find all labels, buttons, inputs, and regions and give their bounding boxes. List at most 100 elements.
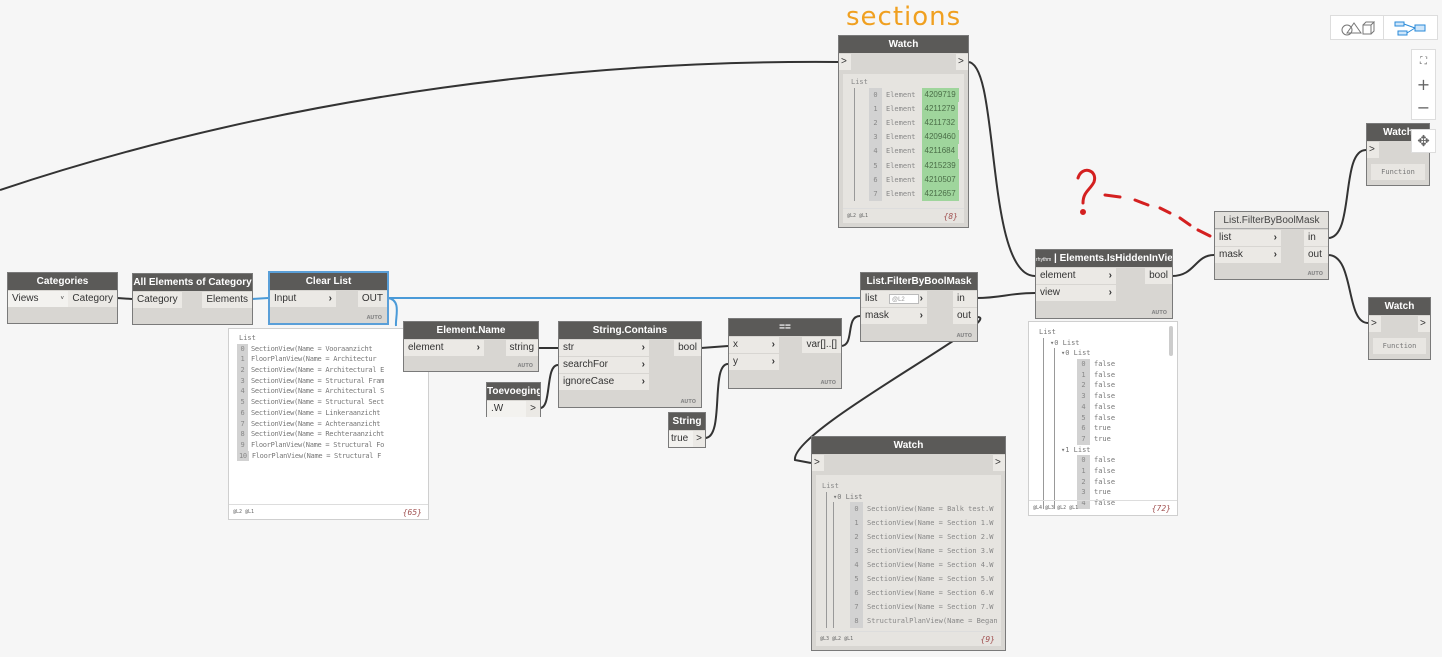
node-title: Watch bbox=[839, 36, 968, 53]
node-title: All Elements of Category bbox=[133, 274, 252, 291]
output-port[interactable]: > bbox=[956, 54, 968, 70]
categories-node[interactable]: Categories Views˅ Category bbox=[7, 272, 118, 324]
output-port-out[interactable]: OUT bbox=[357, 291, 387, 307]
lacing-auto: AUTO bbox=[680, 399, 696, 405]
output-port-bool[interactable]: bool bbox=[1145, 268, 1172, 284]
filter-by-bool-mask-node-right[interactable]: List.FilterByBoolMask list› mask› in out… bbox=[1214, 211, 1329, 280]
output-port-bool[interactable]: bool bbox=[674, 340, 701, 356]
string-input-field[interactable]: .W bbox=[487, 401, 528, 417]
node-title: Categories bbox=[8, 273, 117, 290]
input-port-element[interactable]: element› bbox=[1036, 268, 1116, 284]
lacing-auto: AUTO bbox=[517, 363, 533, 369]
input-port[interactable]: > bbox=[839, 54, 851, 70]
elements-is-hidden-in-view-node[interactable]: rhythm | Elements.IsHiddenInView element… bbox=[1035, 249, 1173, 319]
equals-node[interactable]: == x› y› var[]..[] AUTO bbox=[728, 318, 842, 389]
output-port-out[interactable]: out bbox=[1304, 247, 1328, 263]
input-port-category[interactable]: Category bbox=[133, 292, 182, 308]
input-port[interactable]: > bbox=[812, 455, 824, 471]
filter-by-bool-mask-node[interactable]: List.FilterByBoolMask list@L2› mask› in … bbox=[860, 272, 978, 342]
input-port-x[interactable]: x› bbox=[729, 337, 779, 353]
zoom-out-button[interactable]: − bbox=[1416, 98, 1431, 117]
input-port-element[interactable]: element› bbox=[404, 340, 484, 356]
output-port-category[interactable]: Category bbox=[68, 291, 117, 307]
input-port[interactable]: > bbox=[1369, 316, 1381, 332]
output-port-out[interactable]: out bbox=[953, 308, 977, 324]
category-dropdown[interactable]: Views˅ bbox=[8, 291, 68, 307]
watch-node-out[interactable]: Watch > > Function bbox=[1368, 297, 1431, 360]
input-port-ignorecase[interactable]: ignoreCase› bbox=[559, 374, 649, 390]
geometry-icon bbox=[1341, 21, 1375, 35]
toevoeging-node[interactable]: Toevoeging .W > bbox=[486, 382, 541, 417]
output-port-string[interactable]: string bbox=[505, 340, 538, 356]
lacing-level-stepper[interactable]: @L2 bbox=[889, 294, 919, 304]
input-port-view[interactable]: view› bbox=[1036, 285, 1116, 301]
input-port-list[interactable]: list› bbox=[1215, 230, 1281, 246]
node-title: Watch bbox=[1369, 298, 1430, 315]
input-port-mask[interactable]: mask› bbox=[1215, 247, 1281, 263]
graph-icon bbox=[1394, 21, 1426, 35]
output-port-var[interactable]: var[]..[] bbox=[802, 337, 841, 353]
output-port[interactable]: > bbox=[1418, 316, 1430, 332]
input-port-y[interactable]: y› bbox=[729, 354, 779, 370]
input-port-input[interactable]: Input› bbox=[270, 291, 336, 307]
string-input-field[interactable]: true bbox=[669, 431, 693, 447]
zoom-in-button[interactable]: + bbox=[1416, 75, 1431, 94]
node-title: String bbox=[669, 413, 705, 430]
node-title: Element.Name bbox=[404, 322, 538, 339]
zoom-fit-button[interactable]: ⛶ bbox=[1412, 50, 1435, 73]
string-node[interactable]: String true > bbox=[668, 412, 706, 448]
graph-view-button[interactable] bbox=[1384, 16, 1437, 39]
zoom-controls: ⛶ + − bbox=[1411, 49, 1436, 120]
output-port-in[interactable]: in bbox=[953, 291, 977, 307]
watch-value: Function bbox=[1373, 338, 1426, 354]
node-title: rhythm | Elements.IsHiddenInView bbox=[1036, 250, 1172, 267]
input-port-mask[interactable]: mask› bbox=[861, 308, 927, 324]
all-elements-of-category-node[interactable]: All Elements of Category Category Elemen… bbox=[132, 273, 253, 325]
scrollbar[interactable] bbox=[1169, 326, 1173, 356]
input-port-str[interactable]: str› bbox=[559, 340, 649, 356]
node-title: == bbox=[729, 319, 841, 336]
lacing-auto: AUTO bbox=[1307, 271, 1323, 277]
lacing-auto: AUTO bbox=[1151, 310, 1167, 316]
output-port[interactable]: > bbox=[526, 401, 540, 417]
pan-button[interactable]: ✥ bbox=[1411, 129, 1436, 153]
input-port-searchfor[interactable]: searchFor› bbox=[559, 357, 649, 373]
output-port[interactable]: > bbox=[693, 431, 705, 447]
preview-footer: @L3 @L2 @L1{9} bbox=[816, 631, 1001, 646]
clear-list-node[interactable]: Clear List Input› OUT AUTO bbox=[268, 271, 389, 325]
geometry-view-button[interactable] bbox=[1331, 16, 1384, 39]
element-name-node[interactable]: Element.Name element› string AUTO bbox=[403, 321, 539, 372]
input-port[interactable]: > bbox=[1367, 142, 1379, 158]
input-port-list[interactable]: list@L2› bbox=[861, 291, 927, 307]
lacing-auto: AUTO bbox=[366, 315, 382, 321]
string-contains-node[interactable]: String.Contains str› searchFor› ignoreCa… bbox=[558, 321, 702, 408]
output-port-elements[interactable]: Elements bbox=[202, 292, 252, 308]
output-port[interactable]: > bbox=[993, 455, 1005, 471]
output-port-in[interactable]: in bbox=[1304, 230, 1328, 246]
